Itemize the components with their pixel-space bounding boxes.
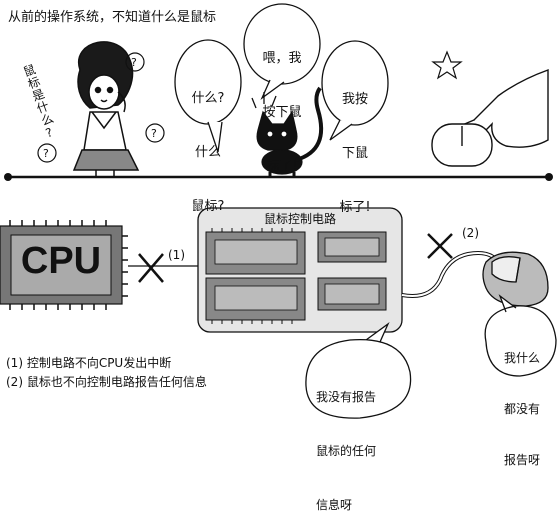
bubble-mouse-says xyxy=(484,294,557,377)
page-title: 从前的操作系统，不知道什么是鼠标 xyxy=(8,10,217,25)
bubble-i-pressed xyxy=(321,40,389,126)
bubble-line: 信息呀 xyxy=(316,498,353,512)
black-cat xyxy=(256,86,324,177)
qmark-1: ? xyxy=(131,56,137,69)
bubble-line: 都没有 xyxy=(503,402,540,416)
marker-2: (2) xyxy=(462,226,479,240)
bubble-line: 我没有报告 xyxy=(316,390,377,404)
note-1: (1) 控制电路不向CPU发出中断 xyxy=(6,356,172,370)
bubble-line: 下鼠 xyxy=(341,146,368,161)
girl-figure xyxy=(72,41,140,176)
surprise-marks xyxy=(251,92,277,109)
bubble-line: 我什么 xyxy=(503,351,540,365)
controller-label: 鼠标控制电路 xyxy=(263,212,336,226)
bubble-line: 鼠标的任何 xyxy=(316,444,377,458)
click-star-icon xyxy=(431,50,463,80)
chip-pins xyxy=(211,228,293,324)
bubble-line: 我按 xyxy=(341,92,368,107)
bubble-line: 标了! xyxy=(266,159,298,174)
mouse-device xyxy=(482,251,549,307)
qmark-2: ? xyxy=(151,127,157,140)
bubble-line: 什么? xyxy=(191,91,225,106)
bubble-line: 按下鼠 xyxy=(262,105,302,120)
illustration-canvas: ? ? ? xyxy=(0,3,557,419)
bubble-line: 标了! xyxy=(339,200,371,215)
note-2: (2) 鼠标也不向控制电路报告任何信息 xyxy=(6,375,207,389)
marker-1: (1) xyxy=(168,248,185,262)
bubble-line: 报告呀 xyxy=(503,453,540,467)
bubble-line: 鼠标? xyxy=(191,199,225,214)
hand-clicking-mouse xyxy=(431,69,549,167)
bubble-mouse-says-text: 我什么 都没有 报告呀 xyxy=(494,316,550,486)
bubble-what-mouse-text: 什么? 什么 鼠标? xyxy=(180,54,236,234)
bubble-controller-says-text: 我没有报告 鼠标的任何 信息呀 xyxy=(316,352,406,532)
bubble-i-pressed-text: 我按 下鼠 标了! xyxy=(329,55,381,235)
bubble-controller-says xyxy=(305,322,412,419)
bubble-line: 喂，我 xyxy=(262,51,302,66)
cpu-label: CPU xyxy=(20,240,102,282)
bubble-line: 什么 xyxy=(194,145,221,160)
cpu-chip xyxy=(0,220,128,310)
question-marks xyxy=(37,52,165,163)
blocked-x-icon-1 xyxy=(138,253,164,283)
qmark-3: ? xyxy=(43,147,49,160)
bubble-hey-pressed-text: 喂，我 按下鼠 标了! xyxy=(250,14,314,194)
blocked-x-icon-2 xyxy=(427,233,453,259)
